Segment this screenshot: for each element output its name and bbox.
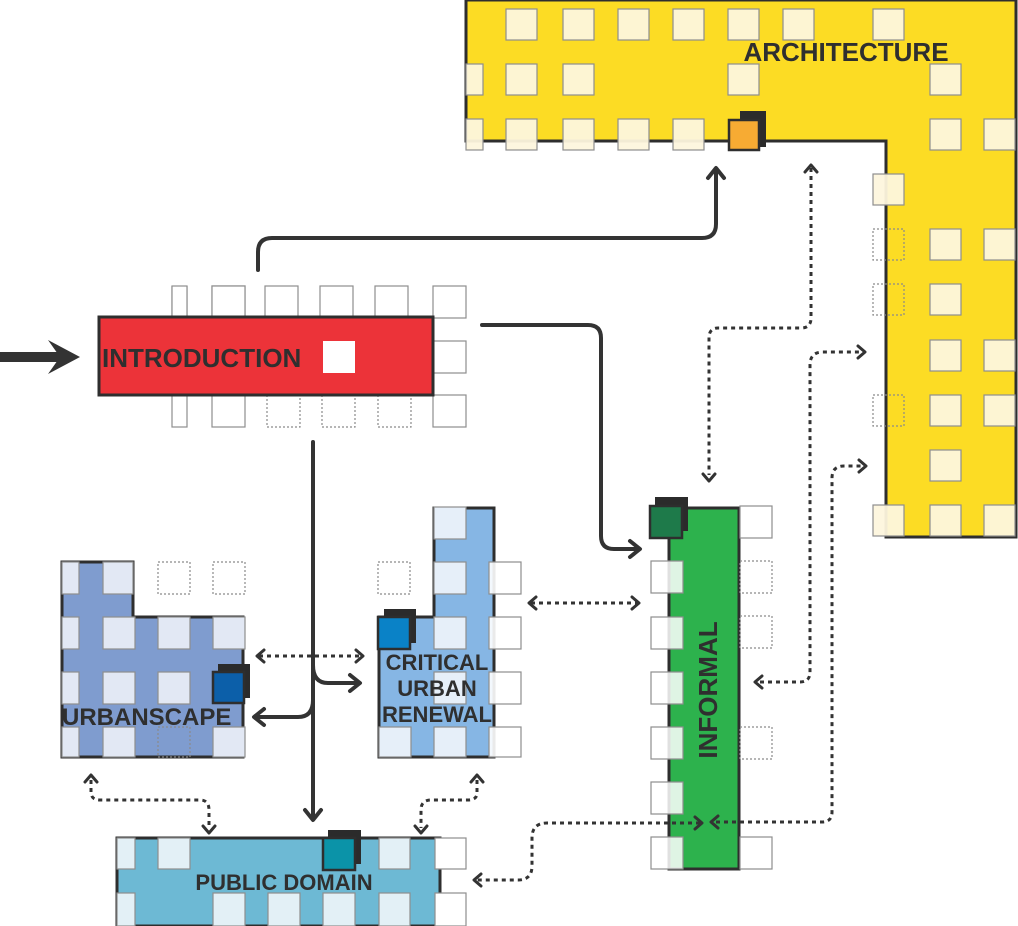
urbanscape-dotted-windows [157, 561, 246, 758]
critical-urban-renewal-dotted-window [377, 561, 411, 595]
connection-informal-public-domain [472, 815, 704, 888]
critical-urban-renewal-marker [376, 615, 412, 651]
architecture-dotted-windows [872, 228, 905, 427]
connection-introduction-urbanscape [252, 698, 315, 727]
public-domain-label: PUBLIC DOMAIN [195, 870, 372, 895]
urbanscape-windows [61, 561, 246, 758]
connection-critical-urban-renewal-public-domain [413, 773, 485, 835]
connection-critical-urban-renewal-informal [527, 595, 641, 611]
connection-urbanscape-public-domain [83, 773, 217, 835]
urbanscape-marker [211, 670, 246, 705]
node-public-domain[interactable]: PUBLIC DOMAIN [115, 830, 467, 926]
entry-arrow-icon [0, 340, 80, 374]
node-architecture[interactable]: ARCHITECTURE [464, 0, 1018, 539]
dotted-connections [83, 163, 868, 888]
introduction-shape [97, 315, 435, 397]
informal-label: INFORMAL [693, 621, 723, 758]
critical-urban-renewal-label-line-3: RENEWAL [382, 702, 492, 727]
connection-architecture-informal [701, 163, 819, 483]
node-introduction[interactable]: INTRODUCTION [97, 285, 467, 428]
connection-introduction-architecture [256, 166, 726, 272]
informal-windows [650, 505, 773, 870]
connection-introduction-down [303, 440, 323, 822]
connection-introduction-critical-urban-renewal [311, 663, 362, 693]
critical-urban-renewal-label-line-1: CRITICAL [386, 650, 489, 675]
connection-urbanscape-critical-urban-renewal [255, 648, 365, 664]
connection-architecture-informal-long [709, 458, 868, 830]
node-informal[interactable]: INFORMAL [648, 497, 773, 871]
node-urbanscape[interactable]: URBANSCAPE [60, 560, 250, 759]
critical-urban-renewal-windows [378, 506, 522, 758]
informal-dotted-windows [739, 560, 773, 760]
architecture-windows [465, 8, 1016, 537]
architecture-label: ARCHITECTURE [743, 37, 948, 67]
introduction-windows [171, 285, 467, 428]
architecture-marker [727, 118, 761, 152]
public-domain-windows [116, 837, 467, 926]
connection-introduction-informal [480, 323, 642, 559]
node-critical-urban-renewal[interactable]: CRITICAL URBAN RENEWAL [376, 506, 522, 759]
introduction-dotted-windows [266, 394, 412, 428]
informal-marker [648, 504, 684, 540]
introduction-marker [323, 341, 355, 373]
introduction-label: INTRODUCTION [102, 343, 301, 373]
urbanscape-label: URBANSCAPE [62, 704, 231, 731]
public-domain-marker [321, 836, 357, 872]
connection-informal-architecture [753, 344, 867, 690]
critical-urban-renewal-label-line-2: URBAN [397, 676, 476, 701]
solid-connections [252, 166, 726, 822]
